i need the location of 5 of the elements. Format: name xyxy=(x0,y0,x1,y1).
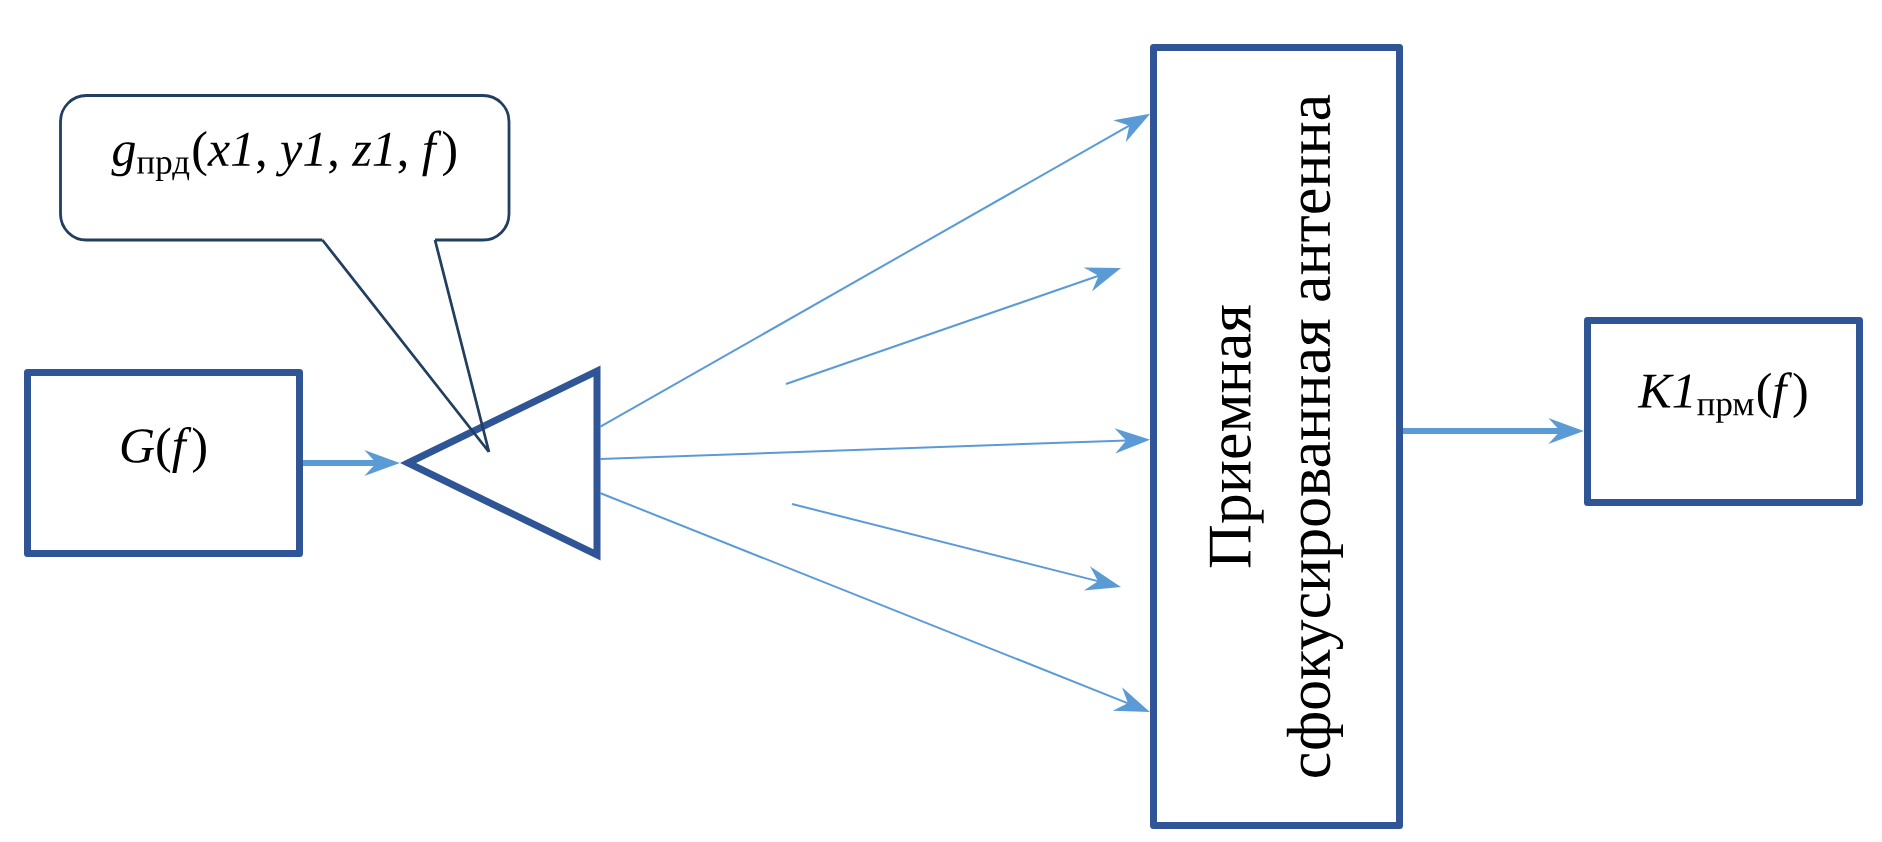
block-box: Приемная сфокусированная антенна xyxy=(1150,44,1403,829)
block-box: K1$_{прм}$(f) xyxy=(1584,317,1863,506)
block-box: G(f) xyxy=(24,369,303,557)
callout-pointer xyxy=(321,238,491,454)
callout-bubble: g$_{прд}$(x1, y1, z1, f) xyxy=(59,94,511,242)
